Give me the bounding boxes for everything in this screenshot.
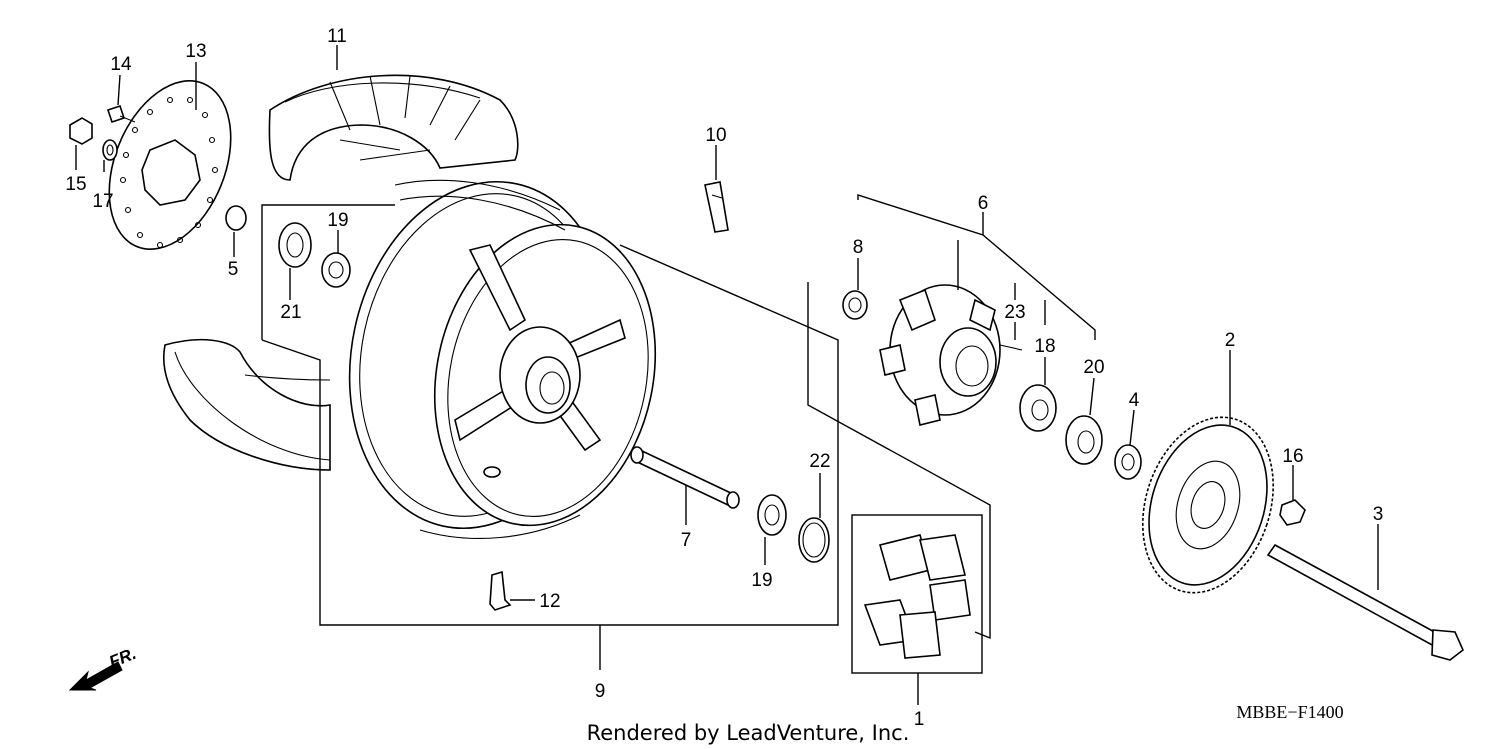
tire-part — [162, 74, 519, 471]
small-parts — [489, 181, 729, 611]
bearing-lower — [757, 494, 830, 563]
callout-10: 10 — [705, 125, 726, 146]
callout-7: 7 — [681, 530, 692, 551]
hub-flange-part — [842, 284, 1023, 426]
callout-numbers: 1 2 3 4 5 6 7 8 9 10 11 12 13 14 15 16 1… — [65, 26, 1383, 730]
axle-collar-part — [630, 446, 740, 509]
hub-bearings — [1019, 384, 1142, 480]
callout-18: 18 — [1034, 336, 1055, 357]
callout-3: 3 — [1373, 504, 1384, 525]
damper-rubber-part — [863, 534, 971, 659]
callout-20: 20 — [1083, 357, 1104, 378]
wheel-rim-part — [348, 179, 657, 539]
sprocket-part — [1142, 416, 1274, 594]
callout-11: 11 — [327, 26, 347, 47]
callout-15: 15 — [65, 174, 86, 195]
credit-text: Rendered by LeadVenture, Inc. — [587, 721, 910, 745]
axle-part — [1266, 499, 1464, 661]
callout-23: 23 — [1004, 302, 1025, 323]
callout-22: 22 — [809, 451, 830, 472]
callout-21: 21 — [280, 302, 301, 323]
brake-disc-part — [108, 80, 232, 250]
callout-19-upper: 19 — [327, 210, 348, 231]
callout-19-lower: 19 — [751, 570, 772, 591]
callout-6: 6 — [978, 193, 989, 214]
callout-1: 1 — [914, 709, 925, 730]
disc-hardware — [69, 104, 351, 288]
callout-17: 17 — [92, 191, 113, 212]
callout-12: 12 — [539, 591, 560, 612]
diagram-code: MBBE−F1400 — [1236, 702, 1343, 722]
callout-13: 13 — [185, 41, 206, 62]
callout-14: 14 — [110, 54, 132, 75]
callout-16: 16 — [1282, 446, 1303, 467]
callout-4: 4 — [1129, 390, 1140, 411]
leader-lines — [75, 45, 1379, 705]
callout-8: 8 — [853, 237, 864, 258]
callout-9: 9 — [595, 681, 606, 702]
front-direction-arrow: FR. — [68, 644, 139, 691]
callout-5: 5 — [228, 259, 239, 280]
front-direction-label: FR. — [106, 644, 139, 672]
callout-2: 2 — [1225, 330, 1236, 351]
